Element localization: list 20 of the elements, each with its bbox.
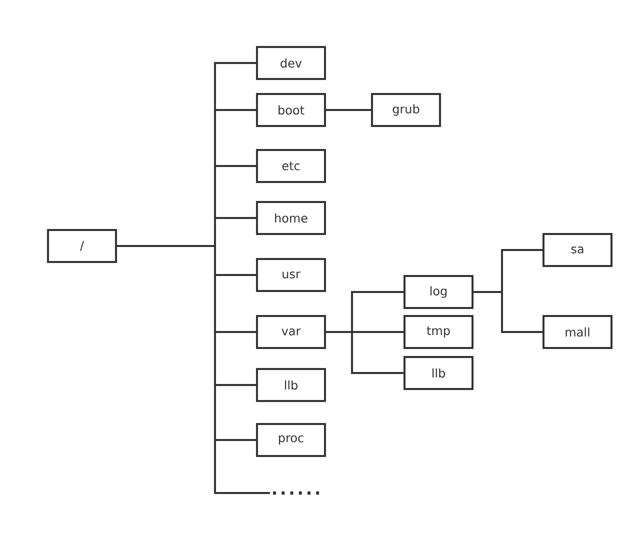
directory-box: home — [256, 201, 326, 235]
directory-box: var — [256, 315, 326, 349]
directory-box: boot — [256, 93, 326, 127]
ellipsis-text: ...... — [273, 491, 320, 495]
directory-box: llb — [256, 368, 326, 402]
directory-box: llb — [404, 356, 474, 390]
tree-line — [326, 109, 371, 111]
directory-box: proc — [256, 423, 326, 457]
tree-line — [472, 249, 542, 333]
directory-box: etc — [256, 149, 326, 183]
directory-box: usr — [256, 258, 326, 292]
directory-box: log — [404, 275, 474, 309]
directory-box: / — [47, 229, 117, 263]
tree-line — [116, 62, 270, 494]
directory-box: tmp — [404, 315, 474, 349]
directory-box: mall — [542, 315, 612, 349]
directory-box: dev — [256, 46, 326, 80]
directory-box: sa — [542, 233, 612, 267]
directory-box: grub — [371, 93, 441, 127]
tree-line — [325, 291, 404, 374]
